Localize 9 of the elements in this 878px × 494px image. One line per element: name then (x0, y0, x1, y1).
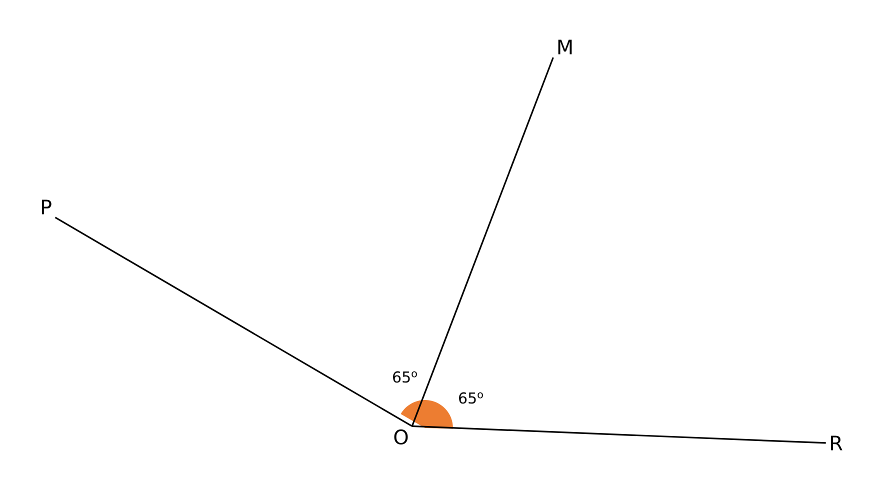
point-label: P (42, 200, 52, 214)
angle-label: 65$^{o}$ (459, 392, 483, 404)
ray-line (411, 57, 554, 427)
point-label: O (394, 429, 408, 445)
ray-line (412, 425, 826, 444)
point-label: M (558, 40, 572, 54)
angle-label: 65$^{o}$ (393, 371, 417, 383)
point-label: R (831, 436, 842, 450)
ray-line (54, 216, 412, 427)
